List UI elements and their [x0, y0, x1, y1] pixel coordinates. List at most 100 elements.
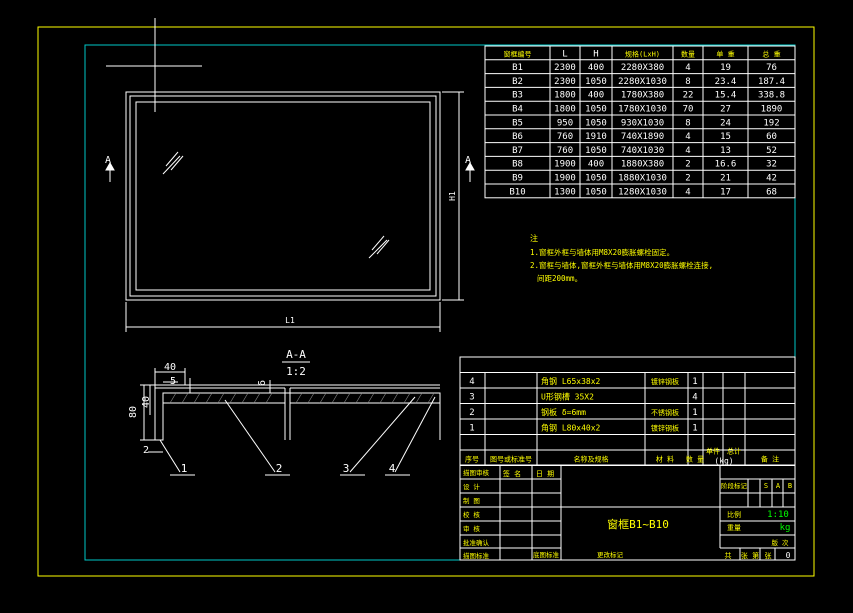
spec-cell: 192	[763, 118, 779, 128]
section-cut-marker-right	[465, 161, 475, 182]
section-dim-offset: 2	[143, 445, 149, 456]
bom-qty: 1	[692, 424, 697, 434]
spec-cell: 1050	[585, 77, 607, 87]
spec-header-3: 规格(LxH)	[625, 49, 660, 58]
spec-cell: 2280X1030	[618, 77, 667, 87]
notes-title: 注	[530, 233, 538, 243]
section-title: A-A	[286, 348, 306, 361]
bom-name: 钢板 δ=6mm	[541, 407, 586, 417]
spec-cell: 4	[685, 187, 690, 197]
section-dim-inner-height: 40	[141, 396, 152, 408]
title-scale-label: 比例	[727, 510, 741, 519]
spec-cell: 760	[557, 132, 573, 142]
bom-qty: 1	[692, 408, 697, 418]
title-sheet-suffix: 张	[765, 551, 772, 560]
bom-qty: 1	[692, 377, 697, 387]
cad-crosshair-cursor[interactable]	[106, 18, 202, 112]
spec-cell: 1050	[585, 118, 607, 128]
bom-head-unit-w: 单件	[706, 447, 720, 456]
balloon-4: 4	[389, 462, 396, 475]
title-stage-mark-2: B	[788, 482, 792, 490]
title-bottom-1: 底图标准	[533, 550, 560, 559]
spec-header-4: 数量	[681, 49, 695, 58]
spec-cell: 1880X1030	[618, 174, 667, 184]
balloon-2: 2	[276, 462, 283, 475]
spec-cell: 400	[588, 91, 604, 101]
section-cut-marker-left	[105, 161, 115, 182]
spec-cell: 23.4	[715, 77, 737, 87]
spec-cell: 760	[557, 146, 573, 156]
section-scale: 1:2	[286, 365, 306, 378]
spec-cell: 21	[720, 174, 731, 184]
spec-header-6: 总 重	[762, 49, 780, 58]
bom-head-remark: 备 注	[761, 455, 779, 464]
title-stage-mark-1: A	[776, 482, 781, 490]
section-marker-right-label: A	[465, 155, 471, 166]
spec-cell: 187.4	[758, 77, 785, 87]
spec-header-1: L	[562, 49, 567, 59]
front-height-dim: H1	[448, 191, 457, 201]
spec-cell: 2	[685, 174, 690, 184]
spec-cell: 4	[685, 63, 690, 73]
spec-cell: 1780X1030	[618, 105, 667, 115]
spec-cell: 68	[766, 187, 777, 197]
spec-cell: 52	[766, 146, 777, 156]
section-dim-height: 80	[128, 406, 139, 418]
bom-head-material: 材 料	[656, 455, 674, 464]
bom-material: 镀锌钢板	[651, 424, 679, 433]
spec-cell: 1890	[761, 105, 783, 115]
spec-cell: 1880X380	[621, 160, 664, 170]
bom-material: 镀锌钢板	[651, 377, 679, 386]
spec-cell: 1300	[554, 187, 576, 197]
spec-cell: 2300	[554, 77, 576, 87]
notes-line-3: 间距200mm。	[537, 274, 582, 283]
spec-cell: 22	[683, 91, 694, 101]
spec-cell: B10	[509, 187, 525, 197]
spec-cell: 60	[766, 132, 777, 142]
spec-cell: 1910	[585, 132, 607, 142]
spec-cell: 70	[683, 105, 694, 115]
spec-cell: 8	[685, 77, 690, 87]
spec-cell: 400	[588, 63, 604, 73]
spec-cell: 2300	[554, 63, 576, 73]
spec-cell: 24	[720, 118, 731, 128]
title-sheet-mid: 张 第	[741, 551, 759, 560]
title-bottom-2: 更改标记	[597, 550, 624, 559]
spec-cell: 1050	[585, 105, 607, 115]
front-view-dimensions	[125, 91, 464, 332]
section-dimensions	[140, 368, 271, 453]
spec-cell: 15	[720, 132, 731, 142]
spec-cell: B2	[512, 77, 523, 87]
title-row-label: 描图标准	[463, 551, 490, 560]
bom-no: 2	[469, 408, 474, 418]
section-dim-inset: 5	[170, 376, 176, 387]
spec-cell: B1	[512, 63, 523, 73]
section-marker-left-label: A	[105, 155, 111, 166]
bom-no: 3	[469, 393, 474, 403]
spec-cell: 16.6	[715, 160, 737, 170]
bom-no: 1	[469, 424, 474, 434]
title-row-label: 描图审核	[463, 468, 490, 477]
glass-hatch	[162, 151, 390, 259]
spec-header-0: 窗框编号	[504, 49, 532, 58]
title-row-label: 审 核	[463, 524, 480, 533]
section-view	[154, 384, 441, 441]
spec-cell: 930X1030	[621, 118, 664, 128]
bom-name: U形钢槽 35X2	[541, 392, 594, 402]
bom-head-code: 图号或标准号	[490, 455, 532, 464]
bom-qty: 4	[692, 393, 697, 403]
spec-cell: 1900	[554, 160, 576, 170]
spec-cell: 19	[720, 63, 731, 73]
bom-material: 不锈钢板	[651, 408, 679, 417]
spec-cell: 27	[720, 105, 731, 115]
spec-cell: 740X1890	[621, 132, 664, 142]
bom-head-name: 名称及规格	[574, 455, 609, 464]
inner-drawing-frame	[84, 44, 796, 561]
title-col-sign: 签 名	[503, 469, 521, 478]
title-scale: 1:10	[767, 510, 789, 520]
spec-cell: 1050	[585, 187, 607, 197]
spec-cell: B4	[512, 105, 523, 115]
spec-cell: B7	[512, 146, 523, 156]
